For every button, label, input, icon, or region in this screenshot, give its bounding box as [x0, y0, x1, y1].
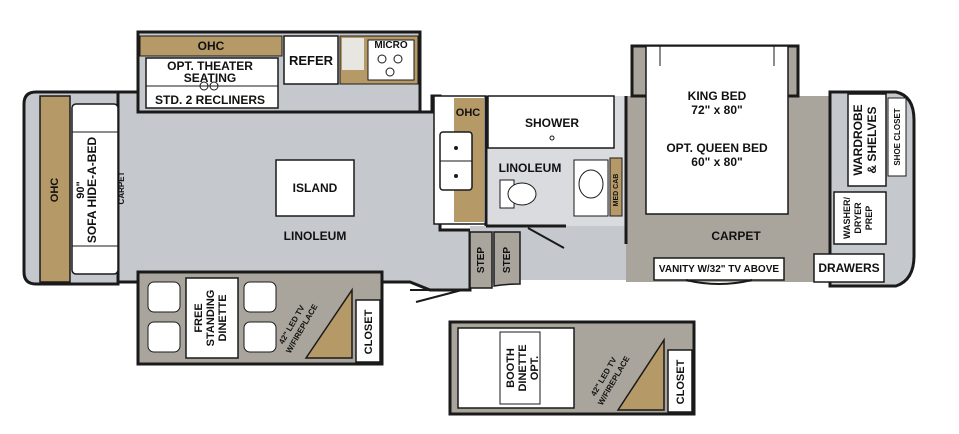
closet-opt-label: CLOSET [675, 359, 687, 404]
booth-label-1: BOOTH [505, 348, 517, 388]
king-bed-label-2: 72" x 80" [691, 103, 742, 117]
closet-opt [667, 349, 693, 413]
washer-dryer-prep [833, 191, 887, 245]
linoleum-bath-label: LINOLEUM [499, 161, 562, 175]
medicine-cabinet [609, 157, 623, 217]
ohc-top-cabinet [139, 35, 283, 57]
ohc-left-label: OHC [49, 178, 61, 203]
med-cab-label: MED CAB [613, 174, 620, 207]
theater-seating [145, 57, 279, 109]
wardrobe-label-2: & SHELVES [865, 106, 879, 173]
washer-label-1: WASHER/ [842, 197, 852, 240]
tv-fireplace [304, 287, 353, 359]
linoleum-main-label: LINOLEUM [284, 229, 347, 243]
booth-label-3: OPT. [529, 356, 541, 380]
washer-label-3: PREP [864, 206, 874, 231]
drawers-label: DRAWERS [818, 261, 879, 275]
shoe-closet [887, 97, 907, 177]
shoe-closet-label: SHOE CLOSET [893, 108, 902, 165]
refer-label: REFER [289, 53, 334, 68]
dinette-table [185, 277, 239, 359]
dinette-label-3: DINETTE [217, 294, 229, 341]
washer-label-2: DRYER [853, 202, 863, 234]
step-label-2: STEP [502, 247, 513, 273]
island-label: ISLAND [293, 181, 338, 195]
wardrobe [847, 93, 887, 187]
refrigerator [283, 35, 339, 85]
vanity-label: VANITY W/32" TV ABOVE [659, 264, 779, 275]
booth-label-2: DINETTE [517, 344, 529, 391]
queen-bed-label-1: OPT. QUEEN BED [666, 141, 768, 155]
closet-label: CLOSET [363, 309, 375, 354]
king-bed-label-1: KING BED [688, 89, 747, 103]
recliners-label: STD. 2 RECLINERS [155, 93, 265, 107]
sofa-hide-a-bed [71, 103, 119, 275]
carpet-left-label: CARPET [117, 171, 126, 204]
ohc-kitchen-label: OHC [456, 107, 481, 119]
micro-label: MICRO [374, 40, 408, 51]
dinette-label-1: FREE [193, 303, 205, 332]
range [367, 39, 415, 81]
ohc-top-label: OHC [198, 39, 225, 53]
step-2 [493, 231, 521, 287]
wardrobe-label-1: WARDROBE [851, 104, 865, 175]
shower-label: SHOWER [525, 116, 579, 130]
sofa-size-label: 90" [75, 181, 87, 198]
queen-bed-label-2: 60" x 80" [691, 155, 742, 169]
king-bed [645, 45, 789, 215]
step-label-1: STEP [476, 247, 487, 273]
counter-white [342, 38, 364, 70]
island [275, 159, 355, 217]
step-1 [469, 231, 493, 289]
theater-label-1: OPT. THEATER [167, 59, 253, 73]
tv-fireplace-opt [616, 337, 665, 411]
ohc-left-cabinet [39, 95, 71, 283]
dinette-label-2: STANDING [205, 290, 217, 347]
sofa-label: SOFA HIDE-A-BED [85, 137, 99, 244]
carpet-bed-label: CARPET [711, 229, 761, 243]
closet [355, 299, 381, 363]
vanity [653, 257, 785, 281]
drawers [813, 253, 885, 283]
theater-label-2: SEATING [184, 71, 236, 85]
